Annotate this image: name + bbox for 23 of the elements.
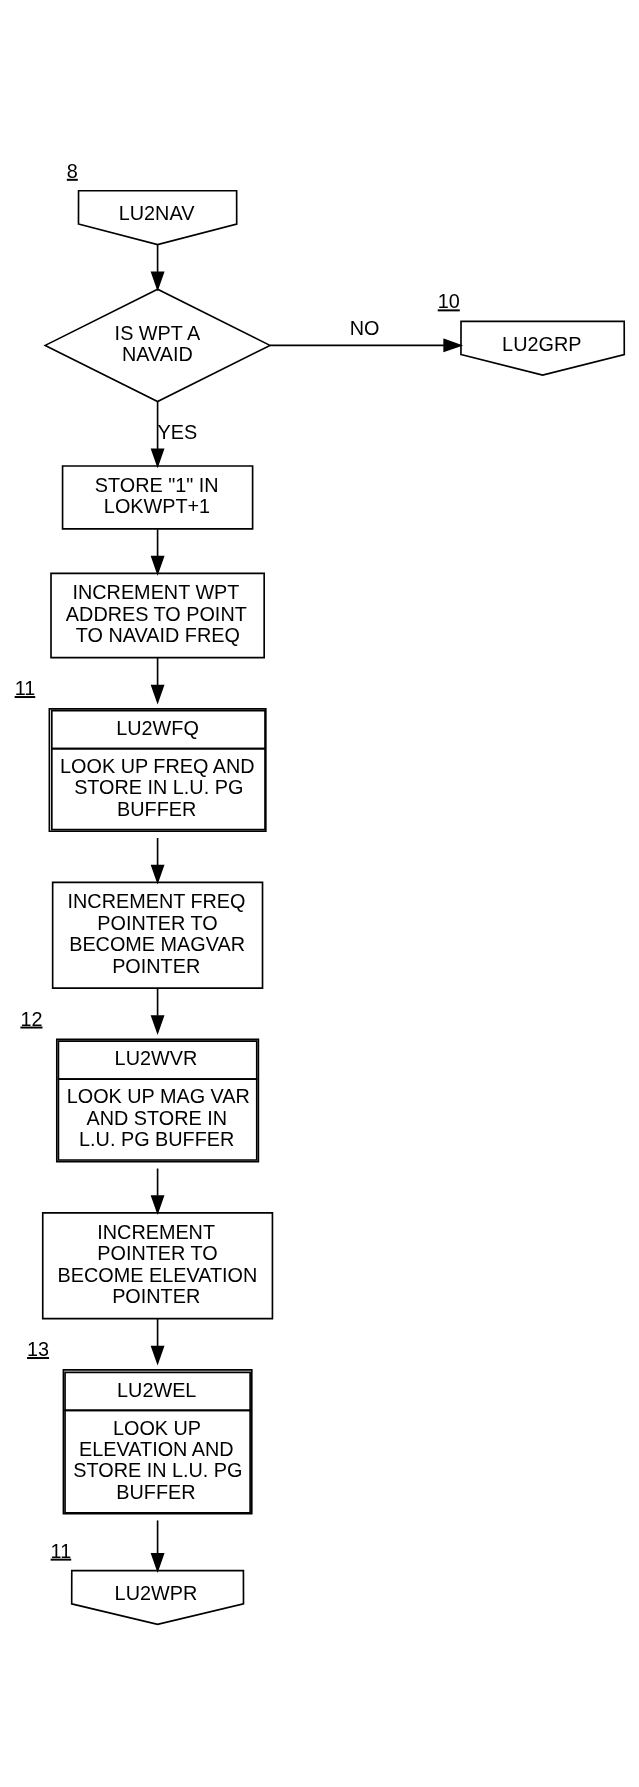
arrow [150,1519,165,1573]
arrow [150,243,165,291]
node-label: 13 [27,1337,50,1360]
arrow [150,527,165,576]
arrow [150,656,165,705]
arrow [150,1167,165,1215]
node-label: 11 [50,1539,72,1562]
node-diamond: IS WPT A NAVAID [43,287,272,402]
node-box: STORE "1" IN LOKWPT+1 [61,464,254,530]
arrow [150,1317,165,1366]
node-box: INCREMENT FREQ POINTER TO BECOME MAGVAR POINTER [51,881,264,989]
node-label: 12 [20,1007,43,1030]
arrow [150,986,165,1035]
arrow [150,400,165,468]
edge-label: YES [157,420,198,443]
node-box: INCREMENT WPT ADDRES TO POINT TO NAVAID FREQ [50,572,265,659]
node-label: 11 [14,676,36,699]
edge-label: NO [349,316,380,339]
arrow [150,836,165,885]
node-label: 8 [66,159,78,182]
arrow [269,337,464,352]
node-label: 10 [437,289,460,312]
node-box: INCREMENT POINTER TO BECOME ELEVATION POINTER [41,1211,274,1319]
